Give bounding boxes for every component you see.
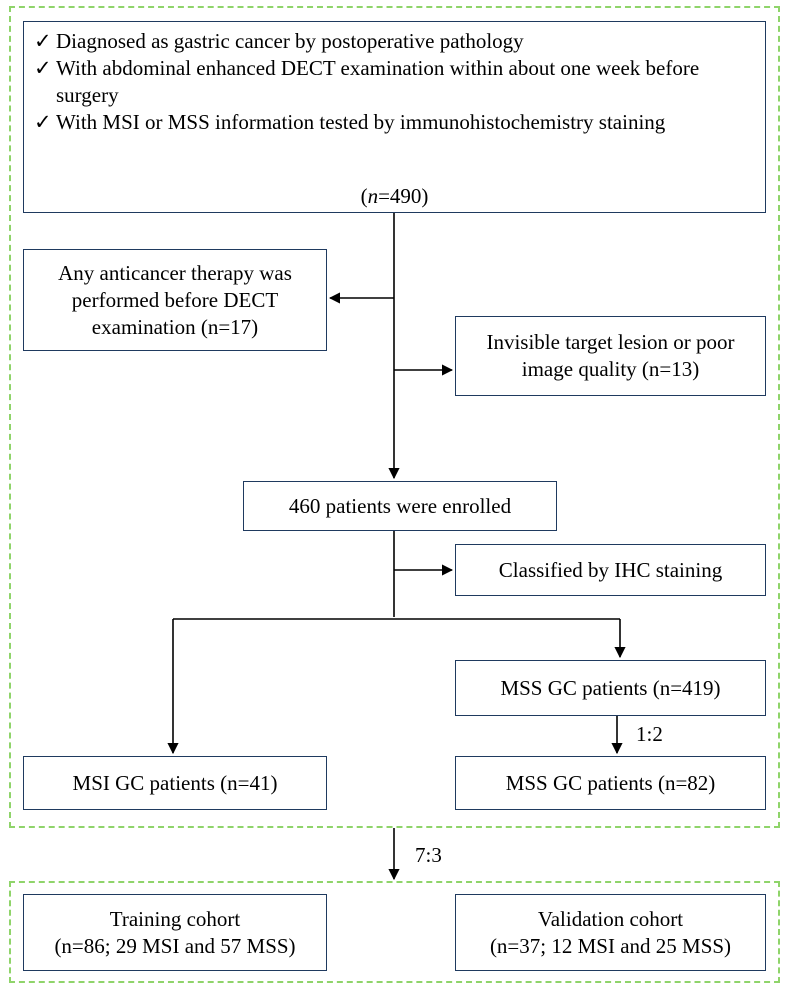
mss-matched-box: MSS GC patients (n=82) — [455, 756, 766, 810]
validation-title: Validation cohort — [537, 906, 684, 931]
inclusion-count: (n=490) — [360, 184, 429, 208]
classified-text: Classified by IHC staining — [498, 557, 723, 582]
patient-selection-frame — [9, 6, 780, 828]
training-detail: (n=86; 29 MSI and 57 MSS) — [54, 933, 296, 958]
validation-detail: (n=37; 12 MSI and 25 MSS) — [489, 933, 732, 958]
criterion-item: ✓ Diagnosed as gastric cancer by postope… — [34, 28, 755, 55]
msi-text: MSI GC patients (n=41) — [72, 770, 278, 795]
classified-box: Classified by IHC staining — [455, 544, 766, 596]
training-cohort-box: Training cohort (n=86; 29 MSI and 57 MSS… — [23, 894, 327, 971]
check-icon: ✓ — [34, 110, 52, 134]
criterion-item: ✓ With abdominal enhanced DECT examinati… — [34, 55, 755, 109]
validation-cohort-box: Validation cohort (n=37; 12 MSI and 25 M… — [455, 894, 766, 971]
mss-all-text: MSS GC patients (n=419) — [500, 675, 721, 700]
exclusion-box-therapy: Any anticancer therapy was performed bef… — [23, 249, 327, 351]
exclusion-box-image: Invisible target lesion or poor image qu… — [455, 316, 766, 396]
inclusion-criteria-list: ✓ Diagnosed as gastric cancer by postope… — [34, 28, 755, 136]
criterion-item: ✓ With MSI or MSS information tested by … — [34, 109, 755, 136]
inclusion-criteria-box: ✓ Diagnosed as gastric cancer by postope… — [23, 21, 766, 213]
exclusion-text: Any anticancer therapy was performed bef… — [58, 260, 292, 339]
check-icon: ✓ — [34, 29, 52, 53]
ratio-split-label: 7:3 — [415, 843, 442, 867]
ratio-match-label: 1:2 — [636, 722, 663, 746]
mss-matched-text: MSS GC patients (n=82) — [505, 770, 716, 795]
criterion-text: Diagnosed as gastric cancer by postopera… — [56, 29, 524, 53]
training-title: Training cohort — [109, 906, 241, 931]
msi-box: MSI GC patients (n=41) — [23, 756, 327, 810]
enrolled-text: 460 patients were enrolled — [288, 493, 512, 518]
mss-all-box: MSS GC patients (n=419) — [455, 660, 766, 716]
check-icon: ✓ — [34, 56, 52, 80]
exclusion-text: Invisible target lesion or poor image qu… — [486, 330, 735, 381]
criterion-text: With abdominal enhanced DECT examination… — [56, 56, 700, 107]
cohort-frame — [9, 881, 780, 983]
criterion-text: With MSI or MSS information tested by im… — [56, 110, 666, 134]
enrolled-box: 460 patients were enrolled — [243, 481, 557, 531]
